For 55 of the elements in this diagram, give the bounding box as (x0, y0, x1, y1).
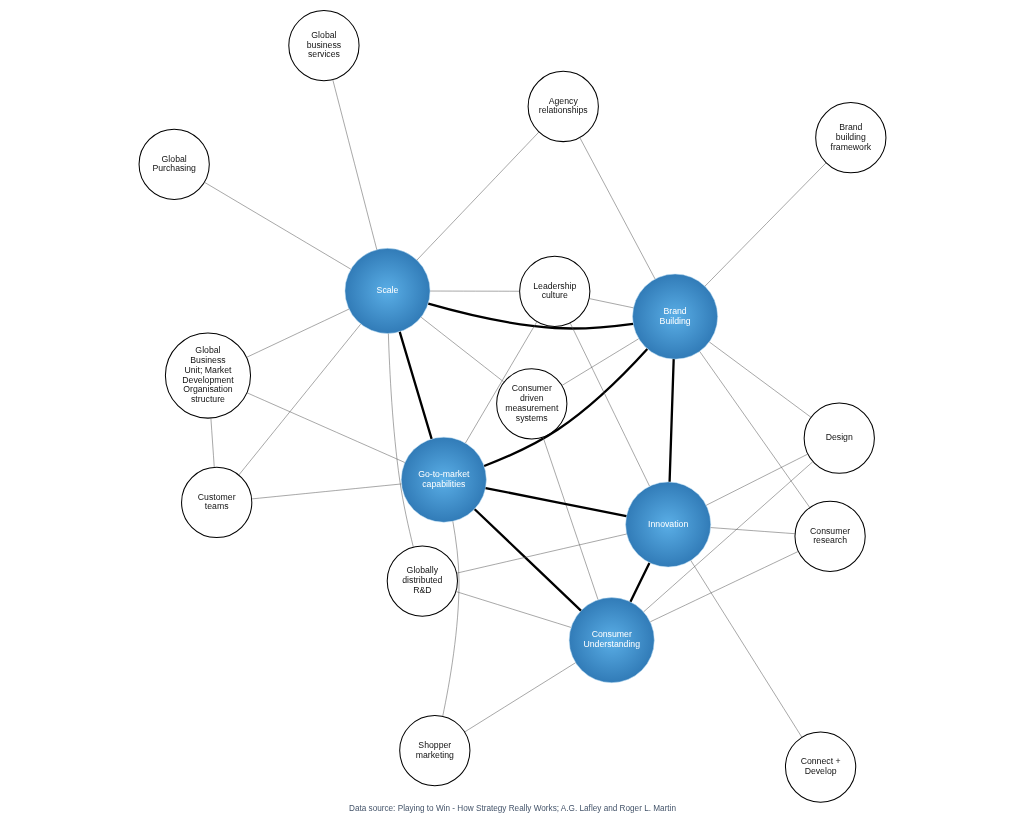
node-circle: Consumer Understanding (568, 597, 655, 683)
connector (203, 182, 351, 270)
connector (246, 392, 405, 463)
node-circle: Scale (344, 248, 430, 334)
connector (210, 418, 215, 468)
connector (245, 308, 349, 358)
connector (398, 331, 433, 440)
connector (709, 527, 795, 534)
connector (561, 338, 639, 386)
node-circle: Agency relationships (527, 70, 599, 143)
connector (690, 560, 802, 738)
connector (705, 453, 808, 506)
connector (250, 483, 402, 500)
node-circle: Consumer driven measurement systems (495, 368, 567, 440)
node-circle: Innovation (624, 481, 711, 568)
connector (667, 359, 675, 482)
connector (483, 348, 648, 468)
connector (416, 131, 539, 261)
connector (588, 298, 634, 309)
node-circle: Global business services (287, 9, 360, 82)
node-circle: Brand building framework (814, 102, 886, 174)
connector (455, 591, 571, 628)
node-circle: Consumer research (793, 500, 866, 572)
node-circle: Connect + Develop (784, 731, 856, 803)
connector (628, 562, 650, 603)
connector (579, 137, 655, 280)
connector (238, 323, 361, 476)
connector (698, 351, 810, 508)
connector (473, 508, 582, 612)
node-circle: Design (803, 402, 875, 474)
caption: Data source: Playing to Win - How Strategy Really Works; A.G. Lafley and Roger L. Martin (348, 803, 676, 813)
connector (427, 302, 633, 330)
connector (569, 322, 650, 487)
connector (649, 551, 799, 623)
node-circle: Leadership culture (518, 255, 590, 327)
node-circle: Globally distributed R&D (386, 545, 458, 617)
node-circle: Global Purchasing (138, 128, 210, 200)
connector (708, 341, 811, 418)
connector (463, 662, 576, 733)
connector (484, 486, 627, 518)
connector (429, 290, 520, 292)
connector (420, 317, 504, 383)
node-circle: Shopper marketing (398, 714, 470, 787)
connector (456, 533, 627, 574)
node-circle: Global Business Unit; Market Development Organisation structure (164, 332, 251, 419)
node-circle: Brand Building (631, 273, 718, 360)
connector (464, 321, 537, 444)
connector (441, 521, 459, 717)
connector (332, 79, 377, 250)
connector (642, 461, 813, 613)
node-circle: Customer teams (180, 466, 252, 539)
node-circle: Go-to-market capabilities (400, 436, 487, 523)
connector (542, 436, 598, 600)
connector (704, 162, 826, 287)
connector (387, 333, 414, 548)
